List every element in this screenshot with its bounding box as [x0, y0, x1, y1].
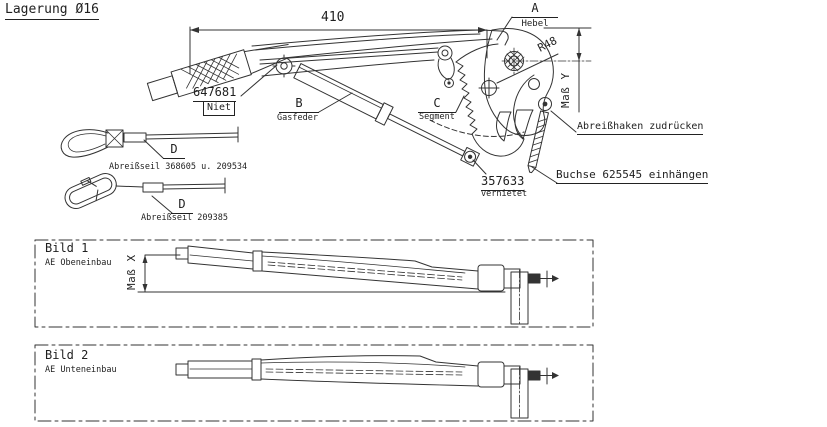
ratchet-segment — [429, 43, 535, 157]
part-357633-note: vernietet — [481, 189, 528, 199]
dim-mass-y-lines — [543, 27, 592, 113]
callout-a-label: Hebel — [521, 19, 549, 29]
callout-c-label: Segment — [419, 112, 455, 122]
rope-carabiner — [64, 173, 226, 210]
dim-mass-y-label: Maß Y — [559, 72, 572, 108]
bild2-drawing — [175, 355, 559, 420]
callout-d2: D — [171, 197, 193, 214]
leader-lines — [143, 16, 577, 214]
page-title: Lagerung Ø16 — [5, 2, 99, 20]
part-357633: 357633 — [481, 174, 525, 191]
bild1-title: Bild 1 — [45, 241, 89, 255]
rope-thimble — [60, 126, 239, 158]
callout-b-label: Gasfeder — [277, 113, 318, 123]
dim-mass-x-lines — [137, 254, 506, 293]
callout-d1: D — [163, 142, 185, 159]
part-647681-note: Niet — [203, 101, 236, 116]
note-breakaway-hook: Abreißhaken zudrücken — [577, 121, 704, 135]
gas-spring — [293, 63, 480, 167]
part-647681: 647681 — [193, 85, 237, 102]
bearing-circle — [501, 47, 592, 75]
callout-a: A — [512, 1, 558, 18]
release-triggers — [496, 109, 534, 142]
hook-eye — [538, 97, 552, 111]
rope1-label: Abreißseil 368605 u. 209534 — [109, 162, 248, 172]
bild1-drawing — [175, 245, 559, 327]
crosshair-pivot — [478, 77, 500, 99]
bild2-box — [34, 344, 594, 422]
bild2-title: Bild 2 — [45, 348, 89, 362]
note-bush: Buchse 625545 einhängen — [556, 168, 709, 184]
bild2-subtitle: AE Unteneinbau — [45, 365, 117, 375]
dim-410-lines — [189, 26, 488, 75]
dim-410-value: 410 — [321, 10, 345, 25]
bild1-box — [34, 239, 594, 328]
dim-mass-x-label: Maß X — [125, 254, 138, 290]
callout-b: B — [279, 96, 319, 113]
bracket-hole — [528, 78, 540, 90]
handle-grip — [146, 44, 289, 102]
rope2-label: Abreißseil 209385 — [141, 213, 228, 223]
bild1-subtitle: AE Obeneinbau — [45, 258, 112, 268]
pawl — [437, 45, 455, 88]
callout-c: C — [418, 96, 456, 113]
